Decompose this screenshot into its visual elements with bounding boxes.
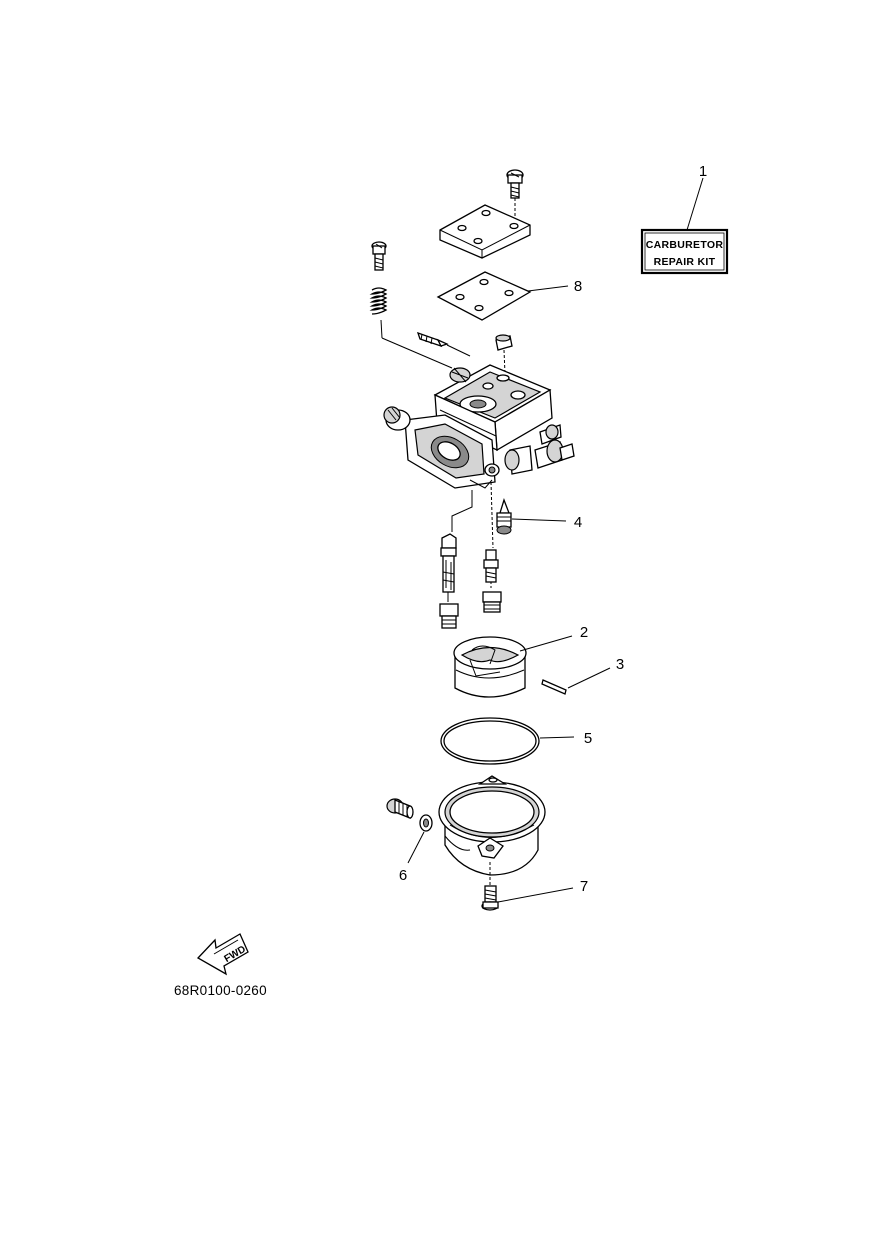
main-jet-left: [439, 603, 459, 629]
bowl-screw: [481, 862, 499, 911]
pilot-screw: [371, 241, 387, 271]
forward-arrow-icon: FWD: [196, 933, 249, 976]
callout-4: 4: [574, 514, 582, 531]
callout-1: 1: [699, 163, 707, 180]
main-jet-right: [482, 591, 502, 613]
callout-7: 7: [580, 878, 588, 895]
callout-3: 3: [616, 656, 624, 673]
kit-label-line1: CARBURETOR: [646, 239, 724, 251]
o-ring: [440, 717, 540, 765]
kit-label-line2: REPAIR KIT: [654, 256, 716, 268]
float-chamber-bowl: [438, 775, 546, 876]
washer: [419, 814, 433, 832]
float-pin: [541, 667, 611, 695]
carburetor-body: [383, 364, 575, 489]
pilot-screw-spring: [369, 287, 388, 315]
callout-5: 5: [584, 730, 592, 747]
throttle-stop-screw: [416, 331, 471, 357]
callout-8: 8: [574, 278, 582, 295]
document-number: 68R0100-0260: [174, 983, 267, 998]
cover-screw: [506, 169, 524, 228]
main-nozzle: [440, 533, 457, 602]
needle-valve: [496, 498, 512, 535]
pilot-jet: [483, 549, 499, 590]
drain-screw: [386, 798, 414, 819]
callout-2: 2: [580, 624, 588, 641]
carburetor-repair-kit-label: CARBURETOR REPAIR KIT: [640, 228, 729, 275]
float-plug: [495, 334, 513, 375]
gasket-8: [436, 271, 532, 321]
float-chamber-cover-plate: [439, 204, 531, 259]
callout-6: 6: [399, 867, 407, 884]
float: [453, 636, 527, 698]
